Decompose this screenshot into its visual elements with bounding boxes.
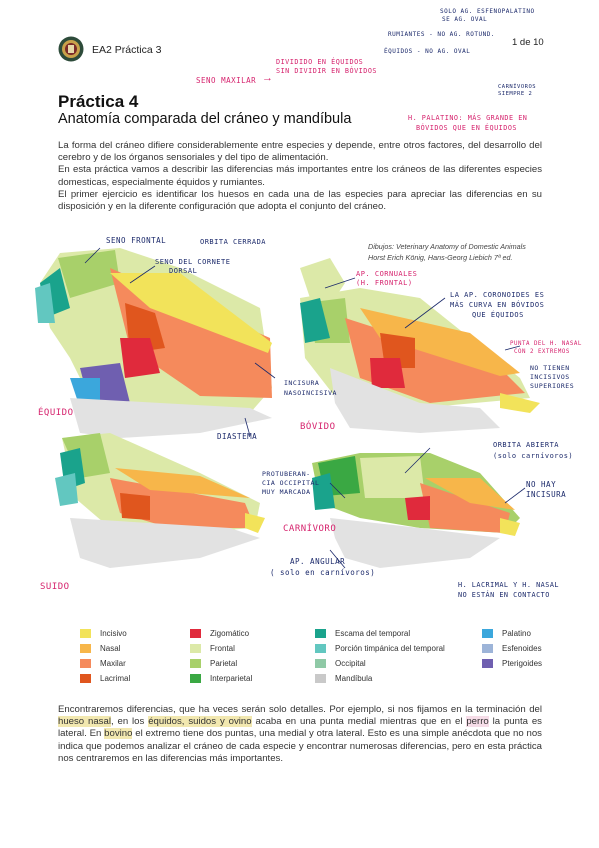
- legend-swatch: [80, 674, 91, 683]
- annotation-dividido: DIVIDIDO EN ÉQUIDOS SIN DIVIDIR EN BÓVID…: [276, 58, 378, 75]
- skull-figure: [35, 247, 540, 569]
- label-orbita-abierta: ORBITA ABIERTA (solo carnívoros): [493, 441, 574, 460]
- skull-carnivoro: [312, 453, 520, 568]
- legend-item: Interparietal: [190, 674, 252, 683]
- label-diastema: DIASTEMA: [217, 432, 258, 441]
- note-handwritten: SOLO AG. ESFENOPALATINO SE AG. OVAL: [440, 8, 535, 23]
- label-ap-angular: AP. ANGULAR ( solo en carnívoros): [270, 557, 376, 577]
- legend-swatch: [190, 644, 201, 653]
- legend-item: Incisivo: [80, 629, 127, 638]
- figure-credits: Dibujos: Veterinary Anatomy of Domestic …: [368, 242, 526, 262]
- annotation-palatino: H. PALATINO: MÁS GRANDE EN BÓVIDOS QUE E…: [408, 114, 528, 132]
- label-coronoides: LA AP. CORONOIDES ES MÁS CURVA EN BÓVIDO…: [450, 291, 545, 319]
- legend-item: Zigomático: [190, 629, 249, 638]
- label-orbita-cerrada: ORBITA CERRADA: [200, 238, 267, 246]
- legend-swatch: [190, 659, 201, 668]
- skull-bovido: [300, 258, 540, 433]
- arrow-icon: →: [262, 72, 273, 84]
- legend-swatch: [190, 674, 201, 683]
- legend-item: Parietal: [190, 659, 237, 668]
- label-protuberancia: PROTUBERAN- CIA OCCIPITAL MUY MARCADA: [262, 470, 320, 496]
- label-incisura: INCISURA NASOINCISIVA: [284, 379, 337, 397]
- label-seno-cornete: SENO DEL CORNETE DORSAL: [155, 258, 231, 275]
- legend-swatch: [315, 644, 326, 653]
- skull-suido: [55, 433, 265, 568]
- legend-swatch: [190, 629, 201, 638]
- legend-swatch: [482, 659, 493, 668]
- course-title: EA2 Práctica 3: [92, 44, 162, 56]
- label-seno-frontal: SENO FRONTAL: [106, 236, 167, 245]
- label-bovido: BÓVIDO: [300, 422, 336, 432]
- legend-item: Esfenoides: [482, 644, 542, 653]
- page-subtitle: Anatomía comparada del cráneo y mandíbul…: [58, 111, 352, 127]
- legend-item: Palatino: [482, 629, 531, 638]
- intro-text: La forma del cráneo difiere considerable…: [58, 140, 542, 213]
- label-suido: SUIDO: [40, 582, 70, 592]
- legend-item: Nasal: [80, 644, 120, 653]
- legend-swatch: [315, 674, 326, 683]
- highlight-hueso-nasal: hueso nasal: [58, 716, 111, 728]
- annotation-seno-maxilar: SENO MAXILAR: [196, 76, 257, 85]
- legend-item: Mandíbula: [315, 674, 372, 683]
- note-rumiantes: RUMIANTES - NO AG. ROTUND.: [388, 31, 495, 38]
- seal-icon: [58, 36, 84, 62]
- legend-item: Escama del temporal: [315, 629, 410, 638]
- note-equidos: ÉQUIDOS - NO AG. OVAL: [384, 48, 471, 55]
- closing-text: Encontraremos diferencias, que ha veces …: [58, 704, 542, 764]
- annotation-lines: [84, 247, 526, 569]
- highlight-perro: perro: [466, 716, 489, 728]
- highlight-bovino: bovino: [104, 728, 133, 740]
- legend-swatch: [315, 629, 326, 638]
- legend-swatch: [482, 629, 493, 638]
- highlight-especies: équidos, suidos y ovino: [148, 716, 252, 728]
- legend-swatch: [80, 659, 91, 668]
- legend-item: Porción timpánica del temporal: [315, 644, 445, 653]
- legend-swatch: [482, 644, 493, 653]
- legend-item: Occipital: [315, 659, 366, 668]
- legend-swatch: [315, 659, 326, 668]
- label-no-incisivos: NO TIENEN INCISIVOS SUPERIORES: [530, 364, 575, 390]
- skull-equido: [35, 248, 272, 438]
- label-ap-cornuales: AP. CORNUALES (H. frontal): [356, 270, 418, 287]
- page-number: 1 de 10: [512, 37, 544, 48]
- label-equido: ÉQUIDO: [38, 408, 74, 418]
- legend-item: Frontal: [190, 644, 235, 653]
- label-no-hay-incisura: NO HAY INCISURA: [526, 480, 567, 499]
- legend-item: Pterigoides: [482, 659, 542, 668]
- label-punta-nasal: PUNTA DEL H. NASAL CON 2 EXTREMOS: [510, 341, 582, 355]
- legend-item: Maxilar: [80, 659, 126, 668]
- label-lacrimal-nasal: H. LACRIMAL Y H. NASAL NO ESTÁN EN CONTA…: [458, 581, 560, 599]
- legend-swatch: [80, 629, 91, 638]
- label-carnivoro: CARNÍVORO: [283, 524, 337, 534]
- legend-swatch: [80, 644, 91, 653]
- page-title: Práctica 4: [58, 92, 139, 111]
- note-carnivoros: CARNÍVOROS SIEMPRE 2: [498, 84, 537, 97]
- legend-item: Lacrimal: [80, 674, 130, 683]
- university-seal: [58, 36, 84, 62]
